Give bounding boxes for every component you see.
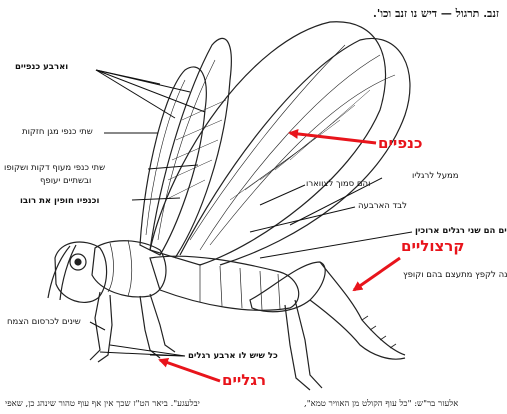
footer-left-text: יבלעגע". ביאר הט"ז שכך אין אף עוף טהור ש… xyxy=(5,400,200,409)
label-four-wings: וארבע כנפיים xyxy=(15,63,68,72)
label-legs: רגליים xyxy=(222,373,266,388)
pointer-lines xyxy=(90,70,412,356)
label-wings: כנפיים xyxy=(378,136,422,151)
label-near-neck: והם סמוך לצווארו xyxy=(306,180,370,189)
footer-right-text: אלעזר בר"ש: "כל עוף הקולט מן האוויר טמא"… xyxy=(304,400,458,409)
label-mandible: שינים לכרסום הצמח xyxy=(7,318,81,327)
jumping-legs-arrow xyxy=(354,258,400,290)
label-wings-cover-body: וכנפיו חופין את רובו xyxy=(20,197,99,206)
label-jumping-legs: קרצוליים xyxy=(401,239,464,254)
wings-arrow xyxy=(290,133,376,143)
label-two-flight-wings-line1: שתי כנפי מעוף דקות ושקופו xyxy=(4,164,105,173)
legs-arrow xyxy=(160,360,220,381)
label-jump-and-leap: נה לקפץ מתעצם בהם וקופץ xyxy=(403,271,507,280)
label-all-four-legs: כל שיש לו ארבע רגלים xyxy=(188,352,278,361)
label-two-long-legs: לים הם שני רגלים ארוכין xyxy=(415,227,507,236)
grasshopper-illustration xyxy=(48,22,410,390)
label-two-cover-wings: שתי כנפי מגן חזקות xyxy=(22,128,93,137)
label-two-flight-wings-line2: ובשתיים יעופף xyxy=(40,177,91,186)
label-above-legs: ממעל לרגליו xyxy=(412,172,459,181)
label-locust-heart: לבד הארבעה xyxy=(358,202,407,211)
page-header: זנב. תרגול — דיש נו זנב וכו'. xyxy=(373,8,499,19)
